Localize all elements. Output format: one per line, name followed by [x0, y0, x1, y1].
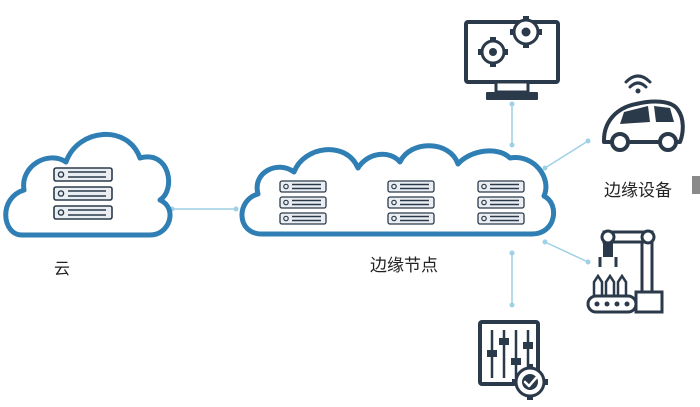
server-icon: [387, 180, 435, 193]
server-icon: [477, 196, 525, 209]
server-icon: [477, 212, 525, 225]
server-icon: [477, 180, 525, 193]
server-icon: [279, 180, 327, 193]
edge-to-robot-connector: [544, 241, 589, 263]
smart-car-icon: [602, 74, 685, 152]
edge-nodes-label: 边缘节点: [370, 256, 438, 276]
cloud-server-stack: [53, 167, 113, 220]
cloud-shape: [3, 132, 173, 238]
server-icon: [279, 212, 327, 225]
edge-devices-label: 边缘设备: [604, 181, 672, 201]
server-icon: [53, 205, 113, 220]
server-icon: [53, 186, 113, 201]
edge-server-stack-3: [477, 180, 525, 225]
server-icon: [387, 212, 435, 225]
edge-to-car-connector: [544, 140, 589, 169]
control-panel-icon: [478, 320, 548, 400]
monitor-gears-icon: [464, 16, 560, 100]
server-icon: [279, 196, 327, 209]
edge-server-stack-2: [387, 180, 435, 225]
server-icon: [53, 167, 113, 182]
edge-server-stack-1: [279, 180, 327, 225]
server-icon: [387, 196, 435, 209]
robot-arm-icon: [586, 229, 664, 314]
connector-dots: [169, 101, 591, 308]
cloud-label: 云: [54, 259, 71, 278]
connector-lines: [172, 104, 589, 305]
scroll-handle[interactable]: [692, 176, 700, 194]
